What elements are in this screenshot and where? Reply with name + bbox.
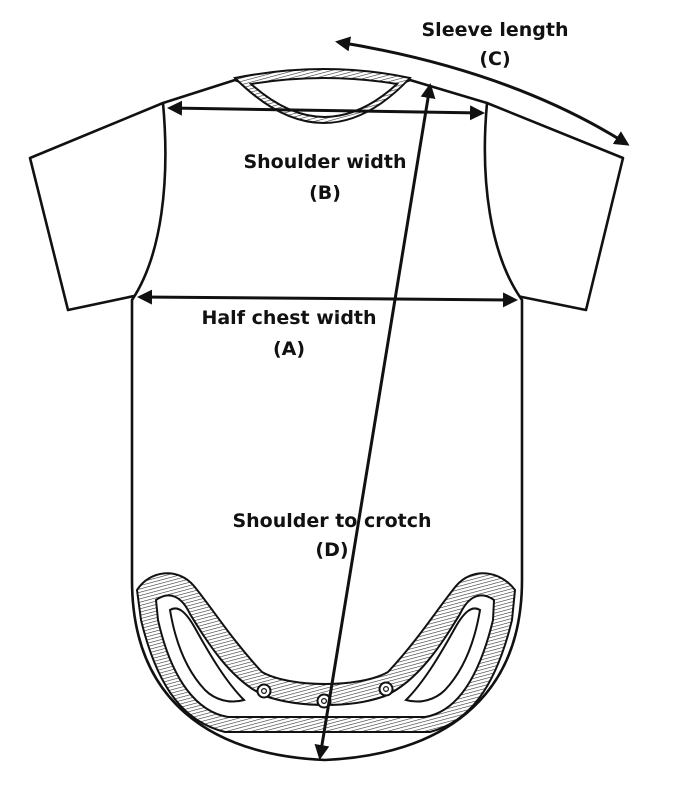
shoulder-width-code: (B) (309, 182, 341, 204)
shoulder-to-crotch-label: Shoulder to crotch (232, 510, 432, 532)
sleeve-length-arrow (335, 36, 630, 146)
half-chest-width-label: Half chest width (201, 307, 377, 329)
shoulder-width-label: Shoulder width (243, 151, 407, 173)
sleeve-length-label: Sleeve length (421, 19, 569, 41)
left-leg-opening (168, 607, 246, 703)
snap-button (256, 683, 272, 699)
sleeve-length-code: (C) (479, 48, 511, 70)
shoulder-to-crotch-arrow (314, 83, 436, 760)
snap-button (378, 681, 394, 697)
shoulder-to-crotch-code: (D) (315, 539, 349, 561)
left-sleeve (28, 101, 164, 312)
half-chest-width-code: (A) (272, 338, 306, 360)
